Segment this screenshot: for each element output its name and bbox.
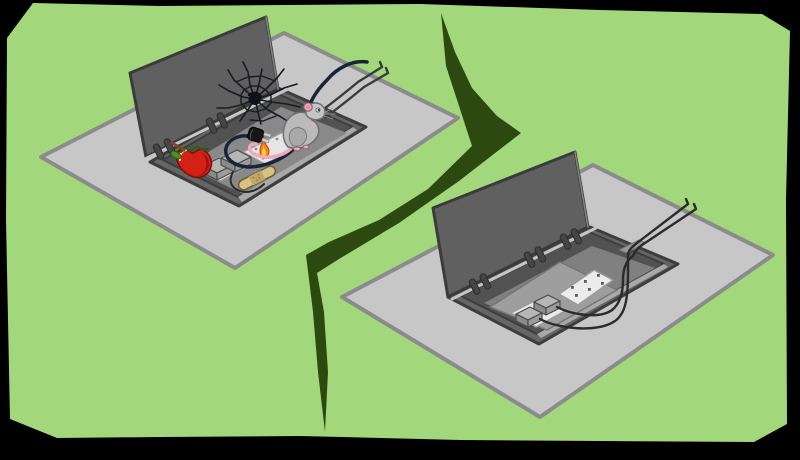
- junction-block-side: [234, 156, 252, 173]
- socket-pin-hole: [584, 280, 587, 283]
- rat-foot: [302, 144, 310, 150]
- shatter-web-ray: [227, 69, 256, 100]
- apple-top-rim: [179, 144, 210, 154]
- apple-core-shade: [195, 152, 210, 177]
- tidy-cable: [555, 202, 698, 317]
- cut-cable: [324, 66, 390, 119]
- spark-flame-core: [261, 146, 266, 157]
- apple-leaf: [170, 150, 182, 160]
- ground-crack: [306, 13, 521, 432]
- rat-whisker: [323, 107, 334, 114]
- socket-pin-hole: [588, 288, 591, 291]
- rat-foot: [293, 146, 301, 152]
- left-pit-lip: [238, 127, 357, 202]
- lid-hinge: [216, 112, 229, 129]
- plug-highlight: [249, 129, 254, 140]
- socket-pin-hole: [575, 294, 578, 297]
- lid-hinge: [468, 278, 481, 295]
- lid-hinge: [205, 117, 218, 134]
- panel-screw-dot: [254, 147, 258, 151]
- rat-hind-leg: [288, 127, 308, 147]
- plug-prong: [261, 137, 270, 144]
- panel-screw-dot: [275, 137, 279, 141]
- left-lid-edge-highlight: [265, 16, 279, 90]
- right-pit-lip: [537, 264, 668, 338]
- bandage-pore: [256, 179, 258, 182]
- bandage-pore: [252, 176, 255, 179]
- lid-hinge: [523, 251, 536, 268]
- apple-core-body: [175, 148, 213, 179]
- rat-ear-inner: [306, 105, 310, 109]
- right-socket-panel: [558, 269, 614, 306]
- shatter-web-ring: [240, 85, 272, 113]
- block-cable: [229, 171, 265, 194]
- socket-pin-hole: [597, 274, 600, 277]
- right-lid-edge-highlight: [574, 151, 589, 228]
- shatter-web-ring: [249, 115, 277, 122]
- lid-hinge: [559, 233, 572, 250]
- lid-hinge: [152, 143, 165, 160]
- lid-hinge: [534, 246, 547, 263]
- socket-pin-hole: [571, 286, 574, 289]
- lid-hinge: [479, 273, 492, 290]
- tidy-cable: [538, 197, 690, 330]
- bandage-pore: [257, 173, 260, 176]
- shatter-web-ray: [254, 98, 301, 108]
- rat-pupil: [317, 109, 320, 111]
- shatter-web-ray: [254, 68, 285, 100]
- bandage-pad: [248, 170, 266, 186]
- rat-whisker: [323, 115, 334, 120]
- apple-stem: [170, 141, 186, 152]
- socket-pin-hole: [601, 282, 604, 285]
- bandage-pore: [258, 177, 261, 179]
- plug-prong: [263, 132, 272, 138]
- rat-tail: [247, 140, 298, 159]
- wire-tangle-blob: [249, 93, 261, 105]
- lid-hinge: [570, 228, 583, 245]
- rat-paw: [310, 122, 316, 126]
- shatter-web-ray: [254, 83, 298, 100]
- shatter-web-ray: [216, 98, 256, 109]
- shatter-web-ring: [235, 75, 276, 83]
